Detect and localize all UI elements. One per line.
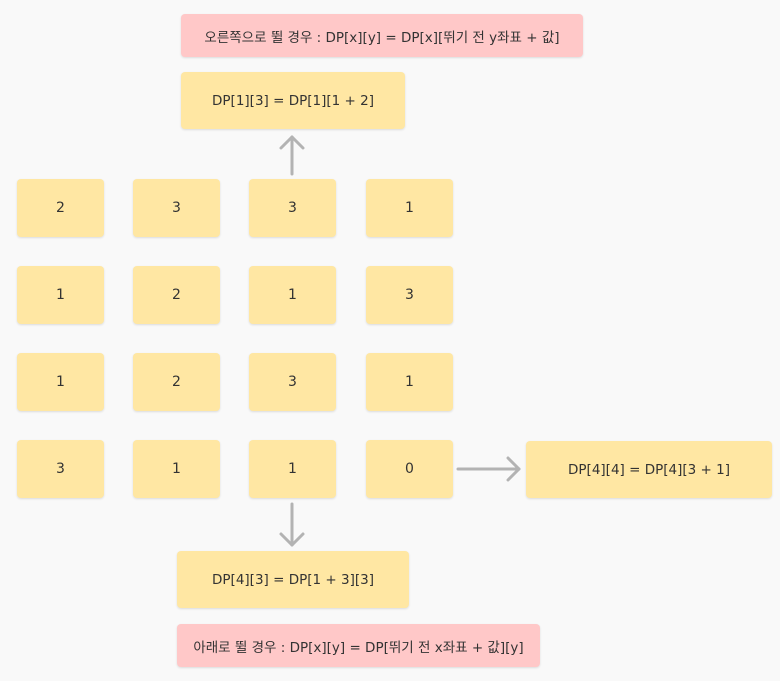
grid-cell-r3-c3: 3 (249, 353, 336, 411)
formula-box-down: DP[4][3] = DP[1 + 3][3] (177, 551, 409, 608)
grid-cell-r3-c1: 1 (17, 353, 104, 411)
grid-cell-r2-c2: 2 (133, 266, 220, 324)
grid-cell-r2-c4: 3 (366, 266, 453, 324)
grid-cell-r4-c2: 1 (133, 440, 220, 498)
grid-cell-r2-c3: 1 (249, 266, 336, 324)
arrow-down-icon (279, 502, 305, 547)
grid-cell-r3-c4: 1 (366, 353, 453, 411)
formula-box-right: DP[4][4] = DP[4][3 + 1] (526, 441, 772, 498)
formula-box-up: DP[1][3] = DP[1][1 + 2] (181, 72, 405, 129)
grid-cell-r1-c2: 3 (133, 179, 220, 237)
arrow-right-icon (456, 456, 521, 482)
grid-cell-r1-c3: 3 (249, 179, 336, 237)
grid-cell-r4-c1: 3 (17, 440, 104, 498)
down-jump-note: 아래로 뛸 경우 : DP[x][y] = DP[뛰기 전 x좌표 + 값][y… (177, 624, 540, 667)
grid-cell-r3-c2: 2 (133, 353, 220, 411)
arrow-up-icon (279, 135, 305, 176)
grid-cell-r4-c3: 1 (249, 440, 336, 498)
grid-cell-r1-c4: 1 (366, 179, 453, 237)
grid-cell-r1-c1: 2 (17, 179, 104, 237)
grid-cell-r4-c4: 0 (366, 440, 453, 498)
right-jump-note: 오른쪽으로 뛸 경우 : DP[x][y] = DP[x][뛰기 전 y좌표 +… (181, 14, 583, 57)
grid-cell-r2-c1: 1 (17, 266, 104, 324)
